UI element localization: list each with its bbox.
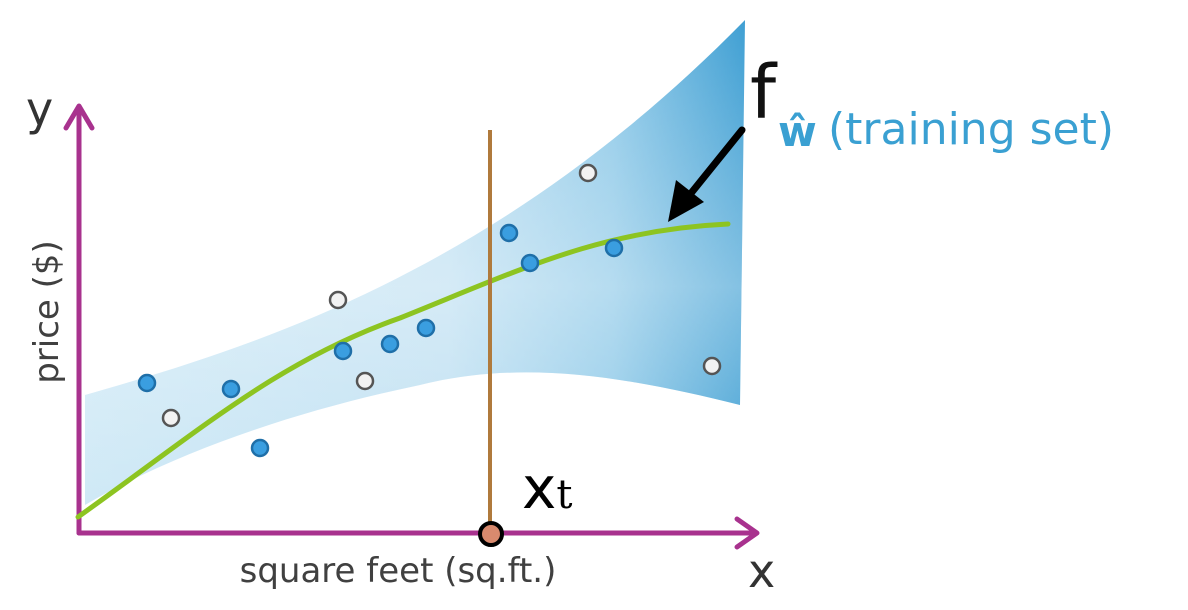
xt-label-subscript: t: [556, 472, 572, 518]
function-arrow: [668, 126, 746, 222]
training-point: [137, 373, 157, 393]
x-axis-label: x: [748, 544, 775, 598]
test-point: [578, 163, 598, 183]
uncertainty-band-highlight: [85, 20, 745, 505]
training-point: [520, 253, 540, 273]
xt-label-main: x: [522, 454, 556, 522]
function-label-f: f: [750, 50, 778, 136]
training-point: [333, 341, 353, 361]
xt-marker: [478, 521, 504, 547]
test-point: [355, 371, 375, 391]
function-arrow-shaft: [688, 126, 746, 196]
test-point: [702, 356, 722, 376]
y-axis-label: y: [26, 82, 53, 136]
function-arrow-head: [668, 180, 704, 222]
training-point: [250, 438, 270, 458]
function-label-argument: (training set): [828, 104, 1114, 155]
x-axis-arrowhead: [734, 516, 760, 550]
x-axis-title: square feet (sq.ft.): [240, 551, 557, 591]
xt-label: xt: [522, 454, 572, 522]
test-point: [328, 290, 348, 310]
training-point: [380, 334, 400, 354]
training-point: [416, 318, 436, 338]
function-label-w-hat: ŵ: [778, 107, 817, 156]
y-axis-arrowhead: [63, 103, 95, 131]
training-point: [604, 238, 624, 258]
axes: [63, 103, 760, 550]
data-points: [137, 163, 722, 458]
training-point: [499, 223, 519, 243]
y-axis-title: price ($): [27, 240, 67, 384]
test-point: [161, 408, 181, 428]
training-point: [221, 379, 241, 399]
